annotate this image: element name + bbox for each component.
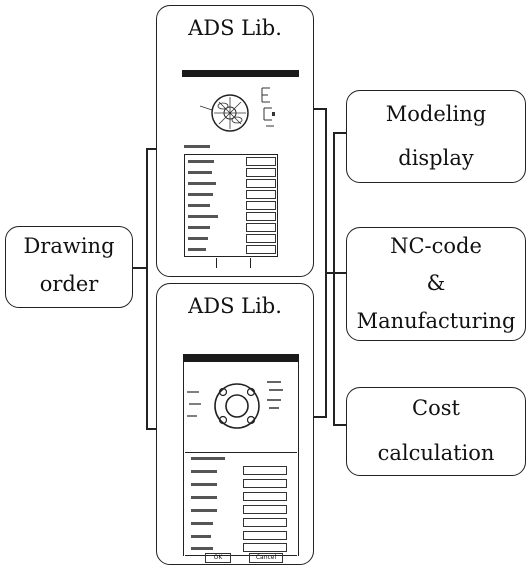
connector-left-horizontal <box>133 267 147 269</box>
ads-ok-button[interactable]: OK <box>205 553 231 563</box>
ads-bottom-row-label <box>191 470 217 473</box>
ads-top-row-label <box>188 160 214 163</box>
connector-right-nc-stub <box>333 272 347 274</box>
ads-bottom-frame-left <box>183 362 184 556</box>
connector-right-top-stub <box>314 108 326 110</box>
drawing-order-line2: order <box>39 272 99 296</box>
ads-top-form-right <box>277 154 278 256</box>
ads-lib-top-title: ADS Lib. <box>188 16 282 40</box>
ads-top-button-stub <box>216 258 217 268</box>
ads-cancel-button[interactable]: Cancel <box>249 553 283 563</box>
ads-top-label-row <box>184 145 210 148</box>
ads-bottom-row-field[interactable] <box>243 505 287 514</box>
ads-top-row-field[interactable] <box>246 179 276 188</box>
ads-top-row-field[interactable] <box>246 201 276 210</box>
connector-left-top-stub <box>146 148 158 150</box>
drawing-order-node: Drawing order <box>5 226 133 308</box>
ads-bottom-row-label <box>191 457 225 460</box>
nc-code-line2: & <box>426 271 446 295</box>
ads-top-row-label <box>188 193 213 196</box>
ads-bottom-form-bottom <box>185 555 297 556</box>
ads-bottom-frame-right <box>298 362 299 556</box>
dimension-callouts-icon <box>267 381 283 409</box>
connector-right-vertical-right <box>333 132 335 426</box>
ads-bottom-form-top <box>185 452 297 453</box>
ads-bottom-row-label <box>191 496 217 499</box>
ads-lib-top-panel: ADS Lib. <box>156 5 314 277</box>
ads-top-row-field[interactable] <box>246 157 276 166</box>
connector-right-cost-stub <box>333 424 347 426</box>
ads-bottom-row-label <box>191 547 213 550</box>
ads-top-form-left <box>184 154 185 256</box>
nc-code-line1: NC-code <box>390 234 482 258</box>
ads-bottom-row-field[interactable] <box>243 518 287 527</box>
dimension-callouts-icon <box>261 87 275 127</box>
ads-lib-bottom-panel: ADS Lib. <box>156 283 314 565</box>
connector-right-vertical-left <box>325 108 327 418</box>
ads-bottom-row-label <box>191 483 217 486</box>
ads-top-row-label <box>188 204 210 207</box>
connector-left-bottom-stub <box>146 428 158 430</box>
nc-code-manufacturing-node: NC-code & Manufacturing <box>346 227 526 341</box>
ads-top-form-bottom <box>184 256 278 257</box>
ads-top-button-stub <box>250 258 251 268</box>
ads-top-row-label <box>188 215 218 218</box>
gear-drawing-icon <box>199 94 249 132</box>
dimension-callouts-left-icon <box>187 391 201 417</box>
cost-calculation-line1: Cost <box>412 396 460 420</box>
ads-bottom-titlebar <box>183 354 299 362</box>
nc-code-line3: Manufacturing <box>356 309 516 333</box>
modeling-display-line2: display <box>398 146 474 170</box>
ads-top-row-label <box>188 182 216 185</box>
ads-top-row-field[interactable] <box>246 245 276 254</box>
cost-calculation-line2: calculation <box>377 441 495 465</box>
ads-bottom-row-label <box>191 509 217 512</box>
ads-bottom-thumbnail <box>183 354 301 559</box>
ads-bottom-row-field[interactable] <box>243 479 287 488</box>
ads-top-row-label <box>188 226 210 229</box>
ads-top-form-border <box>184 154 278 155</box>
ads-top-row-field[interactable] <box>246 190 276 199</box>
connector-right-bottom-stub <box>314 416 326 418</box>
ads-top-row-field[interactable] <box>246 168 276 177</box>
ads-top-row-label <box>188 237 208 240</box>
ads-bottom-row-label <box>191 522 213 525</box>
ads-top-row-label <box>188 248 206 251</box>
flange-drawing-icon <box>214 383 260 429</box>
ads-top-thumbnail <box>182 70 300 270</box>
modeling-display-line1: Modeling <box>385 102 487 126</box>
ads-top-row-field[interactable] <box>246 212 276 221</box>
connector-right-modeling-stub <box>333 132 347 134</box>
ads-bottom-row-field[interactable] <box>243 492 287 501</box>
cost-calculation-node: Cost calculation <box>346 387 526 476</box>
ads-bottom-row-field[interactable] <box>243 543 287 552</box>
modeling-display-node: Modeling display <box>346 90 526 183</box>
ads-top-titlebar <box>182 70 299 77</box>
ads-bottom-row-field[interactable] <box>243 466 287 475</box>
connector-right-horizontal <box>325 272 334 274</box>
ads-top-row-field[interactable] <box>246 223 276 232</box>
connector-left-vertical <box>146 148 148 430</box>
ads-bottom-row-field[interactable] <box>243 531 287 540</box>
ads-top-row-field[interactable] <box>246 234 276 243</box>
ads-top-row-label <box>188 171 212 174</box>
ads-bottom-row-label <box>191 535 211 538</box>
drawing-order-line1: Drawing <box>23 234 115 258</box>
ads-lib-bottom-title: ADS Lib. <box>188 294 282 318</box>
